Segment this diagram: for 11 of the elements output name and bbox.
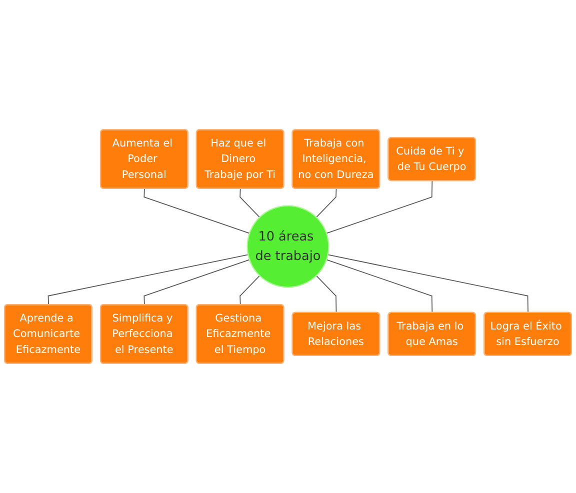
connector bbox=[316, 188, 337, 218]
connector bbox=[326, 180, 433, 234]
connector bbox=[240, 275, 260, 306]
node-circle: 10 áreas de trabajo bbox=[246, 205, 330, 288]
connector bbox=[48, 254, 249, 306]
connector bbox=[144, 188, 250, 234]
connector bbox=[316, 275, 337, 314]
connector bbox=[326, 259, 433, 314]
connector bbox=[327, 254, 528, 314]
connector bbox=[240, 188, 260, 218]
connector bbox=[144, 259, 250, 306]
